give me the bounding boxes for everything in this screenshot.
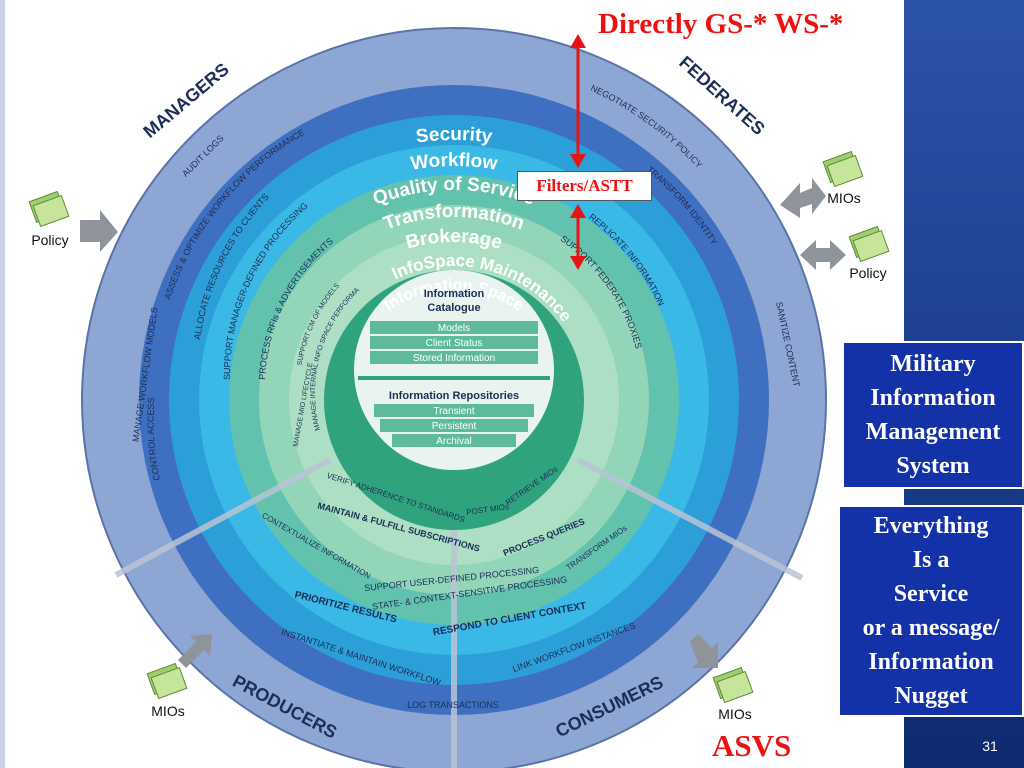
arrow-up-right-icon: [178, 634, 212, 668]
arrow-right-icon: [80, 210, 118, 252]
catalogue-item-stored-information: Stored Information: [413, 353, 495, 364]
box-line: Is a: [912, 547, 950, 573]
catalogue-item-client-status: Client Status: [426, 338, 483, 349]
double-arrow-icon: [780, 178, 826, 218]
red-arrow-down-icon: [570, 256, 586, 270]
repo-item-persistent: Persistent: [432, 421, 477, 432]
mios-doc-icon: [822, 150, 864, 188]
label-log-transactions: LOG TRANSACTIONS: [407, 700, 499, 710]
mios-doc-icon: [712, 666, 754, 704]
filters-astt-label: Filters/ASTT: [517, 171, 652, 201]
box-line: Everything: [873, 513, 989, 539]
mios-top-right-label: MIOs: [827, 190, 860, 206]
repo-item-transient-bg: [374, 404, 534, 417]
section-divider-left: [114, 457, 332, 578]
repo-item-archival-bg: [392, 434, 516, 447]
mios-bottom-left-label: MIOs: [151, 703, 184, 719]
box-line: Management: [865, 419, 1001, 445]
title-directly-gs-ws: Directly GS-* WS-*: [598, 8, 844, 40]
catalogue-item-status-bg: [370, 336, 538, 349]
repositories-title: Information Repositories: [389, 390, 519, 402]
box-line: Information: [868, 649, 994, 675]
left-edge-bar: [0, 0, 5, 768]
mios-bottom-right-label: MIOs: [718, 706, 751, 722]
policy-doc-icon: [28, 190, 70, 228]
catalogue-item-stored-bg: [370, 351, 538, 364]
policy-doc-icon: [848, 225, 890, 263]
double-arrow-icon: [800, 240, 846, 270]
box-line: Information: [870, 385, 996, 411]
box-line: Service: [893, 581, 969, 607]
everything-is-a-service-box: Everything Is a Service or a message/ In…: [838, 505, 1024, 717]
box-line: Nugget: [894, 683, 968, 709]
catalogue-item-models: Models: [438, 323, 470, 334]
catalogue-item-models-bg: [370, 321, 538, 334]
ring-label-security: Security: [415, 124, 494, 148]
asvs-label: ASVS: [712, 728, 792, 763]
box-line: or a message/: [862, 615, 1000, 641]
box-line: Military: [890, 351, 976, 377]
policy-right-label: Policy: [849, 265, 886, 281]
repo-item-archival: Archival: [436, 436, 472, 447]
arrow-down-right-icon: [690, 634, 718, 668]
repo-item-persistent-bg: [380, 419, 528, 432]
policy-left-label: Policy: [31, 232, 68, 248]
section-divider-right: [576, 457, 804, 581]
red-arrow-down-icon: [570, 154, 586, 168]
ring-label-workflow: Workflow: [409, 150, 499, 175]
mios-doc-icon: [146, 662, 188, 700]
catalogue-title-line-2: Catalogue: [427, 302, 480, 314]
box-line: System: [896, 453, 970, 479]
red-arrow-up-icon: [570, 34, 586, 48]
catalogue-title-line-1: Information: [424, 288, 485, 300]
red-arrow-up-icon: [570, 204, 586, 218]
slide-page-number: 31: [982, 738, 998, 754]
military-info-mgmt-box: Military Information Management System: [842, 341, 1024, 489]
repo-item-transient: Transient: [433, 406, 475, 417]
